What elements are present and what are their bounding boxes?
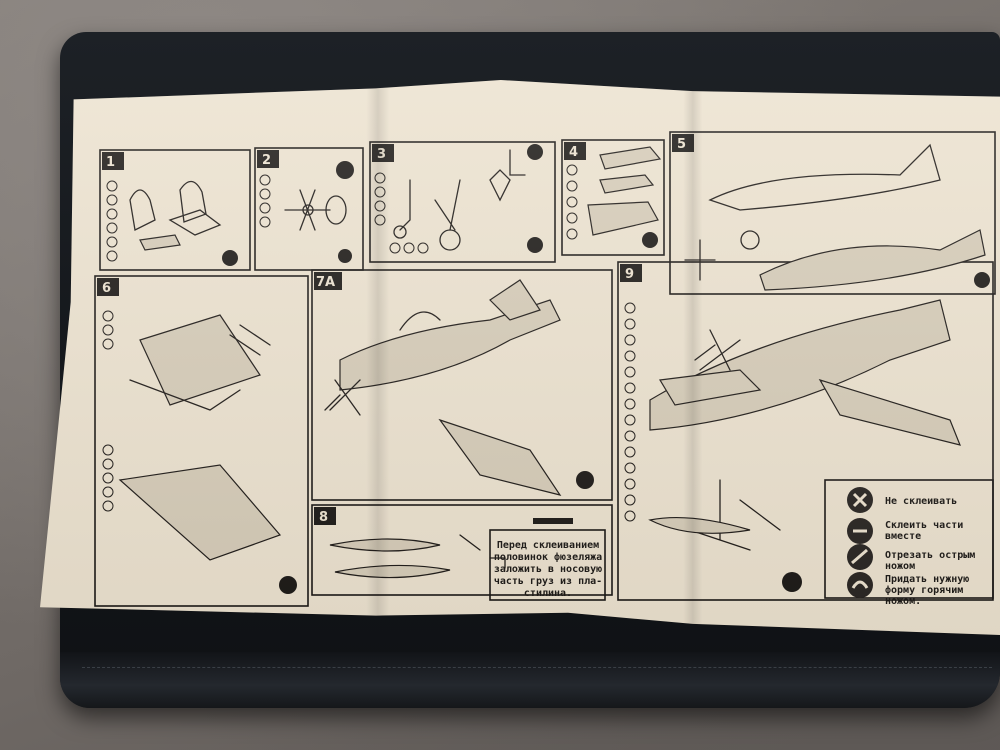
folder-rim [60,652,1000,708]
step-7a-number: 7A [316,275,335,290]
folder-stitching [82,667,992,668]
assembly-diagram: 1 2 3 4 5 6 7A 8 9 [94,131,996,607]
step-8-number: 8 [319,510,328,525]
step-7a-panel [311,269,613,501]
note-line-3: заложить в носовую [493,564,603,575]
step-6-wing-drawing [118,314,297,594]
step-6-number: 6 [102,281,111,296]
legend-frame [824,479,994,599]
legend-glue-together: Склеить части вместе [885,520,964,542]
legend-cut-with-knife: Отрезать острым ножом [885,550,976,572]
note-line-5: стилина. [523,588,573,599]
part-number-column-6 [102,310,114,512]
note-frame [489,529,606,601]
step-1-seats-drawing [129,180,238,266]
hot-knife-shape-icon [847,572,873,598]
step-3-landing-gear-drawing [393,144,543,253]
legend-do-not-glue: Не склеивать [885,496,958,507]
part-number-column-3 [374,172,429,254]
step-9-aircraft-drawing [648,299,961,592]
step-badges: 1 2 3 4 5 6 7A 8 9 [97,134,694,525]
instruction-sheet: 1 2 3 4 5 6 7A 8 9 Перед склеиванием пол… [40,80,1000,635]
step-2-propeller-drawing [284,161,354,263]
step-2-panel [254,147,364,271]
note-line-2: половинок фюзеляжа [493,552,603,563]
part-number-column-4 [566,148,578,240]
step-5-panel [669,131,996,295]
part-number-column-9 [624,302,636,522]
step-2-number: 2 [262,153,271,168]
step-4-panel [561,139,665,256]
step-1-panel [99,149,251,271]
step-4-number: 4 [569,145,578,160]
note-line-1: Перед склеиванием [496,540,600,551]
step-4-tail-parts-drawing [587,146,662,248]
step-5-number: 5 [677,137,686,152]
step-9-number: 9 [625,267,634,282]
cut-with-knife-icon [847,544,873,570]
legend-shape-hot-knife: Придать нужную форму горячим ножом. [885,574,970,607]
step-5-fuselage-drawing [684,143,990,291]
note-line-4: часть груз из пла- [493,576,603,587]
step-8-panel [311,504,613,596]
step-1-number: 1 [106,155,115,170]
do-not-glue-icon [847,487,873,513]
glue-together-icon [847,518,873,544]
step-3-number: 3 [377,147,386,162]
step-7a-aircraft-drawing [324,279,594,496]
ballast-note: Перед склеиванием половинок фюзеляжа зал… [493,540,603,600]
step-3-panel [369,141,556,263]
step-6-panel [94,275,309,607]
part-number-column-1 [106,180,118,262]
step-8-tanks-drawing [329,518,573,579]
part-number-column-2 [259,174,271,228]
